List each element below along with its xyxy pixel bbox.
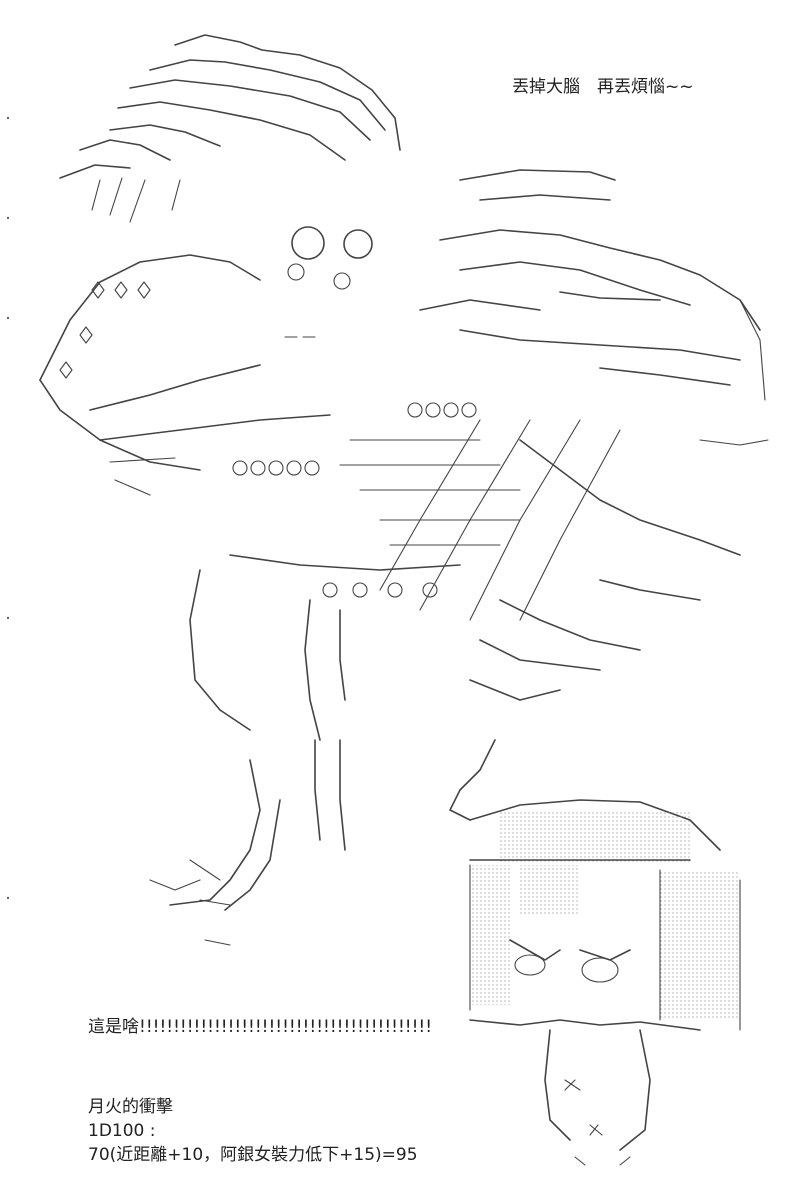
dice-text: 1D100 : bbox=[88, 1121, 156, 1141]
exclamation-text: 這是啥!!!!!!!!!!!!!!!!!!!!!!!!!!!!!!!!!!!!!… bbox=[88, 1017, 433, 1037]
move-name-text: 月火的衝擊 bbox=[88, 1097, 173, 1117]
margin-dots bbox=[6, 116, 10, 900]
monster-figure bbox=[39, 34, 769, 946]
small-character-figure bbox=[449, 739, 741, 1166]
roll-result-text: 70(近距離+10，阿銀女裝力低下+15)=95 bbox=[88, 1145, 418, 1165]
caption-text: 丟掉大腦 再丟煩惱~~ bbox=[512, 77, 694, 97]
